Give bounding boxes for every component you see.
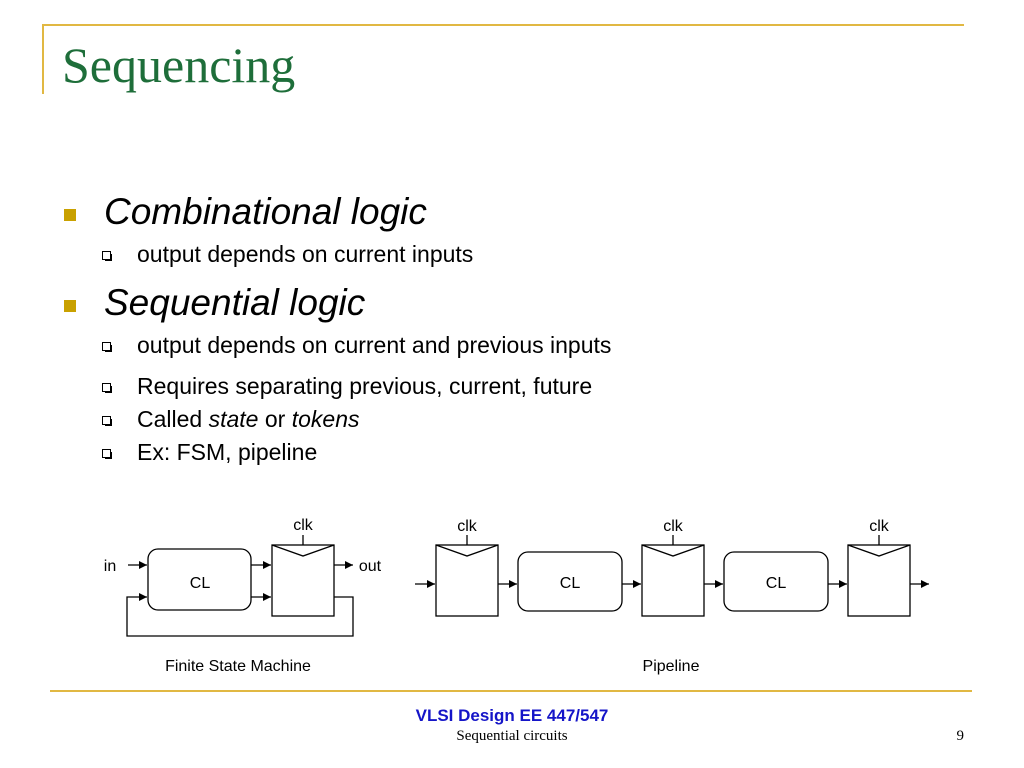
fsm-caption: Finite State Machine — [165, 658, 311, 675]
pipeline-clk-label-3: clk — [869, 518, 890, 535]
footer-topic: Sequential circuits — [456, 728, 568, 744]
sub-bullet: output depends on current and previous i… — [62, 329, 962, 362]
square-bullet-icon — [64, 209, 76, 221]
footer-rule — [50, 690, 972, 692]
pipeline-cl-label-2: CL — [766, 575, 787, 592]
slide-title: Sequencing — [62, 37, 296, 93]
pipeline-cl-block-1 — [517, 551, 623, 612]
sub-bullet-text: Requires separating previous, current, f… — [137, 373, 593, 399]
sub-bullet: Called state or tokens — [62, 403, 962, 436]
sub-bullet: Ex: FSM, pipeline — [62, 436, 962, 469]
top-rule — [42, 24, 964, 26]
bullet-text: Sequential logic — [104, 282, 366, 323]
pipeline-register-2 — [641, 544, 705, 617]
sub-bullet: output depends on current inputs — [62, 238, 962, 271]
bullet-list: Combinational logic output depends on cu… — [62, 188, 962, 469]
left-rule — [42, 24, 44, 94]
fsm-out-label: out — [359, 558, 382, 575]
pipeline-clk-label-1: clk — [457, 518, 478, 535]
pipeline-caption: Pipeline — [643, 658, 700, 675]
hollow-square-bullet-icon — [102, 449, 112, 459]
page-number: 9 — [956, 728, 965, 744]
sub-bullet: Requires separating previous, current, f… — [62, 370, 962, 403]
hollow-square-bullet-icon — [102, 342, 112, 352]
square-bullet-icon — [64, 300, 76, 312]
sub-bullet-text-pre: Called — [137, 406, 209, 432]
fsm-cl-label: CL — [190, 575, 211, 592]
pipeline-register-1 — [435, 544, 499, 617]
fsm-register — [271, 544, 335, 617]
sub-bullet-text: output depends on current inputs — [137, 241, 474, 267]
fsm-in-label: in — [104, 558, 116, 575]
bullet-sequential: Sequential logic — [62, 279, 962, 327]
footer-course: VLSI Design EE 447/547 — [415, 706, 609, 725]
hollow-square-bullet-icon — [102, 251, 112, 261]
pipeline-clock-notch-3 — [847, 544, 911, 557]
pipeline-cl-block-2 — [723, 551, 829, 612]
hollow-square-bullet-icon — [102, 383, 112, 393]
hollow-square-bullet-icon — [102, 416, 112, 426]
fsm-cl-block — [147, 548, 252, 611]
pipeline-clk-label-2: clk — [663, 518, 684, 535]
fsm-clock-notch — [271, 544, 335, 557]
pipeline-cl-label-1: CL — [560, 575, 581, 592]
bullet-text: Combinational logic — [104, 191, 427, 232]
bullet-combinational: Combinational logic — [62, 188, 962, 236]
sub-bullet-emphasis: tokens — [291, 406, 360, 432]
sub-bullet-text: output depends on current and previous i… — [137, 332, 612, 358]
fsm-diagram — [126, 535, 354, 637]
sub-bullet-emphasis: state — [208, 406, 259, 432]
pipeline-clock-notch-2 — [641, 544, 705, 557]
fsm-clk-label: clk — [293, 517, 314, 534]
pipeline-diagram — [415, 535, 929, 617]
fsm-feedback-wire — [126, 593, 354, 637]
pipeline-clock-notch-1 — [435, 544, 499, 557]
sub-bullet-text-mid: or — [258, 406, 292, 432]
sub-bullet-text: Ex: FSM, pipeline — [137, 439, 318, 465]
